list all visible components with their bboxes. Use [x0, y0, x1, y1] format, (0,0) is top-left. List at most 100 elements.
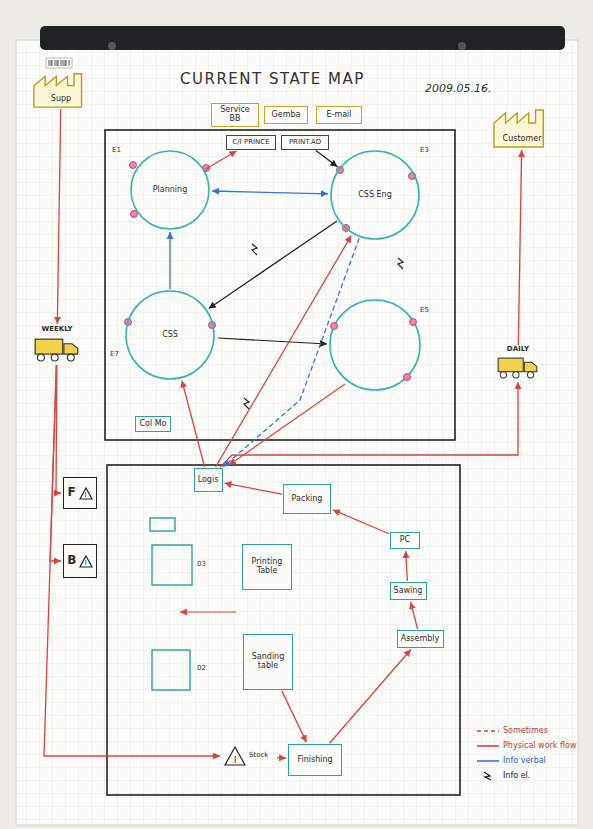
inventory-box: BI [63, 544, 97, 578]
flow-connector [224, 483, 282, 494]
process-box: PC [390, 532, 420, 549]
flow-connector [223, 238, 359, 466]
info-source-box: Service BB [211, 103, 259, 127]
process-box: Packing [283, 484, 331, 514]
legend-row: Sometimes [476, 726, 588, 736]
process-box: Assembly [397, 630, 444, 648]
callout-number: 03 [197, 560, 206, 568]
flow-connector [169, 232, 170, 289]
inventory-mark: I [84, 492, 86, 499]
inventory-triangle-icon: I [79, 555, 93, 568]
process-box: Sawing [390, 582, 427, 600]
office-frame [105, 130, 455, 440]
shipment-frequency: WEEKLY [41, 326, 72, 334]
flow-connector [411, 602, 418, 629]
date-note: 2009.05.16. [425, 82, 491, 95]
box-label: Finishing [297, 756, 332, 765]
box-label: Col Mo [139, 420, 166, 429]
flow-connector [182, 380, 205, 467]
department-label: CSS [162, 331, 178, 340]
box-label: Sanding table [246, 653, 290, 671]
process-box: Col Mo [135, 416, 171, 432]
flow-connector [220, 382, 518, 467]
flow-connector [212, 191, 328, 194]
callout-number: E1 [112, 146, 121, 154]
info-source-box: E-mail [316, 106, 362, 124]
truck-icon: DAILY [495, 346, 541, 380]
barcode-sticker [46, 58, 72, 68]
box-label: Assembly [401, 635, 440, 644]
info-arrow [218, 338, 327, 344]
system-box: PRINT.AD [281, 135, 329, 150]
flow-connector [282, 691, 307, 742]
department-label: Planning [153, 186, 187, 195]
flow-connector [316, 151, 338, 167]
legend-sample [476, 771, 500, 781]
paper-sheet [16, 40, 578, 825]
flow-connector [44, 365, 220, 756]
legend-text: Physical work flow [503, 742, 576, 751]
system-box: C/I PRINCE [226, 135, 276, 150]
legend-sample [476, 756, 500, 766]
flow-connector [518, 150, 521, 345]
inventory-mark: I [85, 560, 87, 567]
inventory-note: Stock [249, 752, 268, 760]
legend-sample [476, 726, 500, 736]
box-label: Packing [292, 495, 323, 504]
shopfloor-frame [107, 465, 460, 795]
inventory-triangle: I Stock [222, 742, 276, 770]
bar-peg [458, 42, 466, 50]
box-label: Service BB [214, 106, 256, 124]
callout-number: E3 [420, 146, 429, 154]
shipment-frequency: DAILY [507, 346, 529, 354]
supplier-factory: Supp [33, 72, 89, 108]
flow-connector [333, 510, 389, 534]
flow-connector [209, 221, 337, 309]
bar-peg [108, 42, 116, 50]
inventory-box: FI [63, 477, 97, 509]
inventory-mark: I [234, 756, 237, 765]
box-label: Sawing [394, 587, 423, 596]
box-label: C/I PRINCE [232, 139, 269, 147]
flow-connector [56, 365, 61, 493]
map-title: CURRENT STATE MAP [180, 70, 365, 88]
department-circle [330, 300, 420, 390]
box-label: E-mail [326, 111, 351, 120]
department-circle: CSS [125, 290, 215, 380]
callout-number: 02 [197, 664, 206, 672]
legend-row: Info el. [476, 771, 588, 781]
flipchart-bar [40, 26, 565, 50]
flow-connector [330, 650, 411, 744]
flow-connector [277, 757, 286, 759]
box-label: PC [400, 536, 410, 545]
inventory-triangle-icon: I [79, 487, 93, 500]
flow-connector [205, 151, 236, 169]
info-source-box: Gemba [264, 106, 308, 124]
legend: SometimesPhysical work flowInfo verbalIn… [476, 726, 588, 781]
truck-icon: WEEKLY [34, 326, 80, 364]
flow-connector [57, 109, 60, 324]
process-box: Printing Table [242, 544, 292, 590]
inventory-code: B [67, 554, 76, 567]
flow-arrow [180, 611, 236, 612]
flow-connector [216, 236, 352, 468]
inventory-triangle-icon: I [224, 746, 246, 766]
factory-label: Supp [51, 95, 71, 104]
department-label: CSS Eng [358, 191, 392, 200]
callout-number: E7 [110, 350, 119, 358]
inventory-code: F [67, 486, 75, 499]
callout-number: E5 [420, 306, 429, 314]
box-label: Gemba [272, 111, 301, 120]
truck-drawing [34, 336, 80, 363]
factory-label: Customer [503, 135, 542, 144]
box-label: Printing Table [245, 558, 289, 576]
flow-connector [406, 551, 408, 581]
legend-text: Sometimes [503, 727, 548, 736]
work-area [152, 545, 192, 585]
person-dot [125, 162, 417, 381]
process-box: Finishing [288, 744, 342, 776]
work-area [152, 650, 190, 690]
box-label: PRINT.AD [289, 139, 321, 147]
legend-text: Info el. [503, 772, 530, 781]
